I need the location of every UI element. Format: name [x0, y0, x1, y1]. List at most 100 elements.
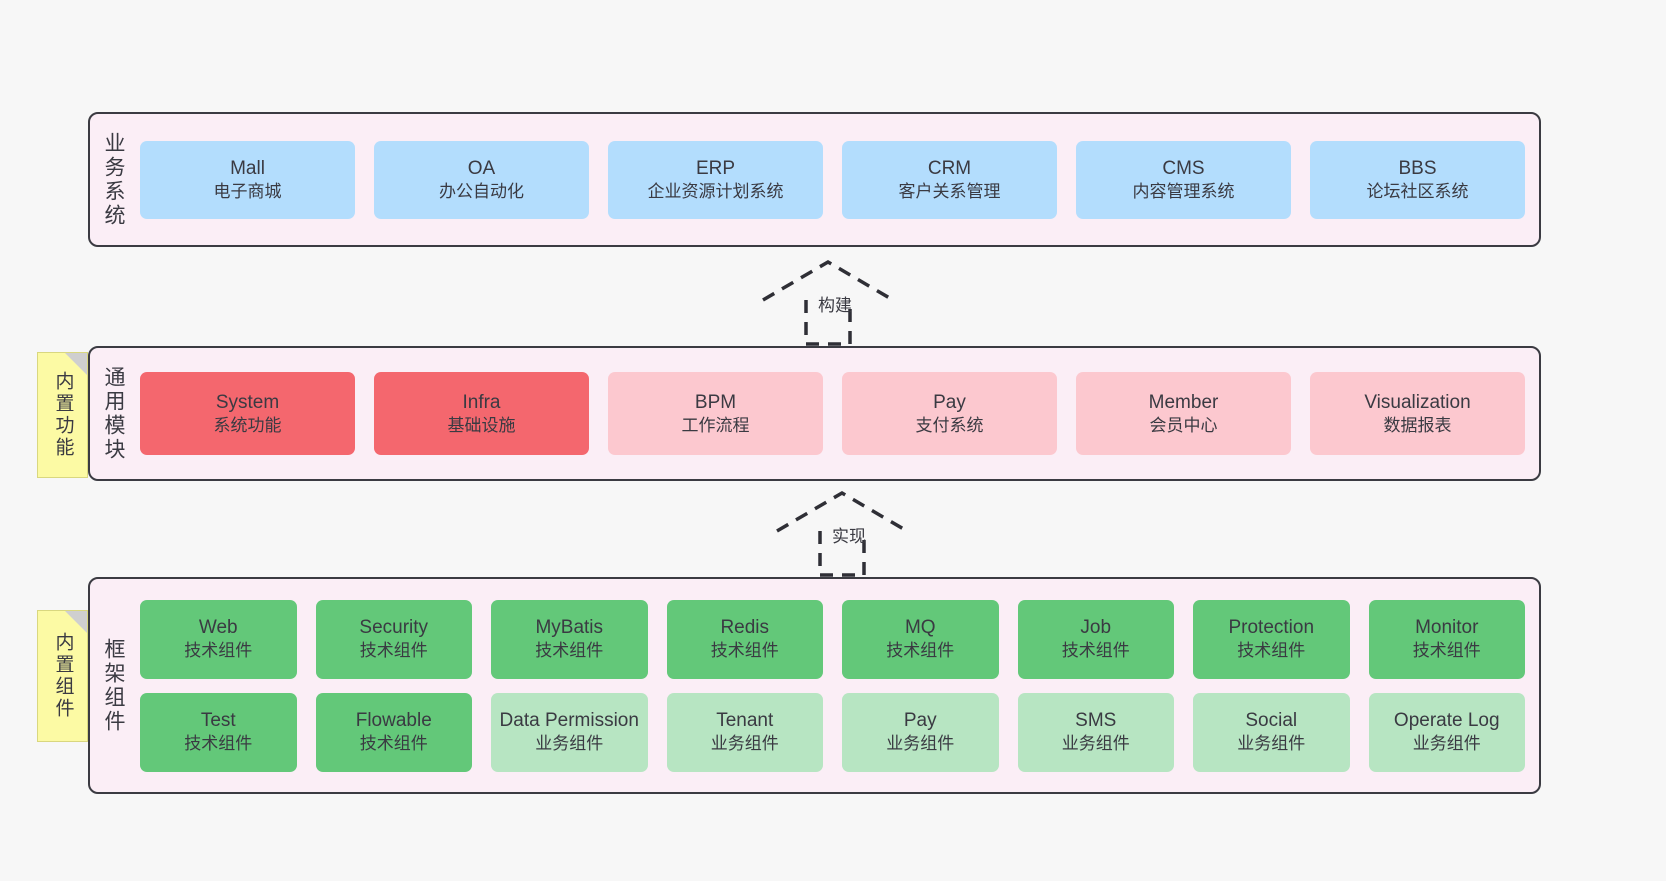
card-title: CMS [1162, 157, 1205, 179]
card-bpm[interactable]: BPM 工作流程 [608, 372, 823, 455]
card-title: Redis [720, 617, 770, 639]
card-mq[interactable]: MQ 技术组件 [842, 599, 999, 679]
card-title: SMS [1075, 710, 1117, 732]
card-subtitle: 业务组件 [535, 734, 604, 754]
card-subtitle: 技术组件 [710, 641, 779, 661]
card-subtitle: 技术组件 [1061, 641, 1130, 661]
card-visualization[interactable]: Visualization 数据报表 [1310, 372, 1525, 455]
connector-stem-dashed [818, 531, 866, 577]
card-member[interactable]: Member 会员中心 [1076, 372, 1291, 455]
card-title: Mall [230, 157, 265, 179]
card-monitor[interactable]: Monitor 技术组件 [1368, 599, 1525, 679]
card-title: Pay [903, 710, 937, 732]
card-subtitle: 办公自动化 [439, 181, 524, 201]
card-data-permission[interactable]: Data Permission 业务组件 [491, 692, 648, 772]
card-subtitle: 技术组件 [184, 641, 253, 661]
card-title: Monitor [1415, 617, 1479, 639]
card-title: Operate Log [1393, 710, 1500, 732]
connector-label-build: 构建 [818, 296, 852, 315]
card-title: OA [467, 157, 496, 179]
card-title: Tenant [716, 710, 774, 732]
sticky-label: 内置功能 [52, 371, 74, 459]
card-row: System 系统功能 Infra 基础设施 BPM 工作流程 Pay 支付系统… [140, 372, 1525, 455]
sticky-note-builtin-features: 内置功能 [37, 352, 88, 478]
card-system[interactable]: System 系统功能 [140, 372, 355, 455]
card-subtitle: 业务组件 [886, 734, 955, 754]
layer-body-modules: System 系统功能 Infra 基础设施 BPM 工作流程 Pay 支付系统… [136, 348, 1539, 479]
card-sms[interactable]: SMS 业务组件 [1017, 692, 1174, 772]
sticky-note-builtin-components: 内置组件 [37, 610, 88, 742]
card-test[interactable]: Test 技术组件 [140, 692, 297, 772]
layer-body-framework: Web 技术组件 Security 技术组件 MyBatis 技术组件 Redi… [136, 579, 1539, 792]
card-subtitle: 技术组件 [1412, 641, 1481, 661]
card-title: Test [200, 710, 236, 732]
card-title: Security [359, 617, 429, 639]
card-infra[interactable]: Infra 基础设施 [374, 372, 589, 455]
sticky-fold-corner-icon [65, 353, 87, 375]
card-row: Web 技术组件 Security 技术组件 MyBatis 技术组件 Redi… [140, 599, 1525, 679]
card-title: CRM [927, 157, 972, 179]
card-subtitle: 业务组件 [1237, 734, 1306, 754]
card-cms[interactable]: CMS 内容管理系统 [1076, 140, 1291, 219]
card-subtitle: 业务组件 [710, 734, 779, 754]
card-title: BPM [694, 391, 737, 413]
card-title: MyBatis [535, 617, 604, 639]
card-title: MQ [904, 617, 936, 639]
card-subtitle: 业务组件 [1061, 734, 1130, 754]
card-bbs[interactable]: BBS 论坛社区系统 [1310, 140, 1525, 219]
card-title: Data Permission [499, 710, 639, 732]
card-redis[interactable]: Redis 技术组件 [666, 599, 823, 679]
card-subtitle: 论坛社区系统 [1366, 181, 1469, 201]
card-mybatis[interactable]: MyBatis 技术组件 [491, 599, 648, 679]
connector-realize: 实现 [772, 489, 922, 577]
arrowhead-triangle-dashed [762, 259, 894, 302]
card-mall[interactable]: Mall 电子商城 [140, 140, 355, 219]
card-title: Member [1148, 391, 1219, 413]
card-title: ERP [695, 157, 736, 179]
layer-body-business: Mall 电子商城 OA 办公自动化 ERP 企业资源计划系统 CRM 客户关系… [136, 114, 1539, 245]
card-row: Mall 电子商城 OA 办公自动化 ERP 企业资源计划系统 CRM 客户关系… [140, 140, 1525, 219]
card-subtitle: 业务组件 [1412, 734, 1481, 754]
card-title: Social [1245, 710, 1298, 732]
layer-label-framework: 框架组件 [102, 637, 126, 734]
card-subtitle: 支付系统 [915, 415, 984, 435]
card-erp[interactable]: ERP 企业资源计划系统 [608, 140, 823, 219]
connector-stem-dashed [804, 300, 852, 346]
card-subtitle: 会员中心 [1149, 415, 1218, 435]
card-security[interactable]: Security 技术组件 [315, 599, 472, 679]
card-pay-business[interactable]: Pay 业务组件 [842, 692, 999, 772]
arrowhead-triangle-dashed [776, 490, 908, 533]
card-operate-log[interactable]: Operate Log 业务组件 [1368, 692, 1525, 772]
card-social[interactable]: Social 业务组件 [1193, 692, 1350, 772]
card-subtitle: 企业资源计划系统 [647, 181, 784, 201]
card-subtitle: 技术组件 [1237, 641, 1306, 661]
card-subtitle: 系统功能 [213, 415, 282, 435]
card-title: Job [1080, 617, 1112, 639]
card-subtitle: 电子商城 [213, 181, 282, 201]
card-pay[interactable]: Pay 支付系统 [842, 372, 1057, 455]
card-tenant[interactable]: Tenant 业务组件 [666, 692, 823, 772]
card-subtitle: 客户关系管理 [898, 181, 1001, 201]
card-subtitle: 技术组件 [359, 641, 428, 661]
card-title: Infra [462, 391, 501, 413]
card-subtitle: 技术组件 [886, 641, 955, 661]
connector-build: 构建 [758, 258, 908, 346]
card-web[interactable]: Web 技术组件 [140, 599, 297, 679]
card-flowable[interactable]: Flowable 技术组件 [315, 692, 472, 772]
card-subtitle: 技术组件 [184, 734, 253, 754]
card-crm[interactable]: CRM 客户关系管理 [842, 140, 1057, 219]
card-title: Flowable [355, 710, 432, 732]
card-subtitle: 技术组件 [535, 641, 604, 661]
card-job[interactable]: Job 技术组件 [1017, 599, 1174, 679]
card-oa[interactable]: OA 办公自动化 [374, 140, 589, 219]
layer-label-business: 业务系统 [102, 131, 126, 228]
card-protection[interactable]: Protection 技术组件 [1193, 599, 1350, 679]
layer-business-systems: 业务系统 Mall 电子商城 OA 办公自动化 ERP 企业资源计划系统 CRM… [88, 112, 1541, 247]
connector-label-realize: 实现 [832, 527, 866, 546]
card-subtitle: 数据报表 [1383, 415, 1452, 435]
card-title: BBS [1398, 157, 1437, 179]
layer-common-modules: 通用模块 System 系统功能 Infra 基础设施 BPM 工作流程 Pay… [88, 346, 1541, 481]
card-title: System [215, 391, 280, 413]
card-title: Protection [1228, 617, 1315, 639]
